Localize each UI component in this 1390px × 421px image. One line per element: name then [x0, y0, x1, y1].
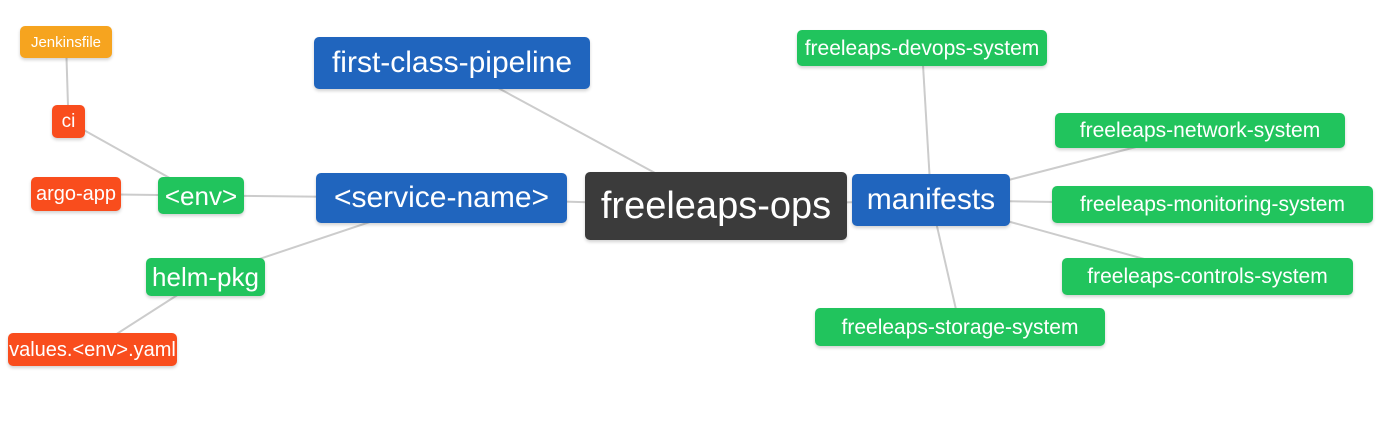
- node-freeleaps-network-system[interactable]: freeleaps-network-system: [1055, 113, 1345, 148]
- node-env[interactable]: <env>: [158, 177, 244, 214]
- node-helm-pkg[interactable]: helm-pkg: [146, 258, 265, 296]
- node-freeleaps-storage-system[interactable]: freeleaps-storage-system: [815, 308, 1105, 346]
- node-freeleaps-monitoring-system[interactable]: freeleaps-monitoring-system: [1052, 186, 1373, 223]
- node-freeleaps-devops-system[interactable]: freeleaps-devops-system: [797, 30, 1047, 66]
- node-service-name[interactable]: <service-name>: [316, 173, 567, 223]
- node-manifests[interactable]: manifests: [852, 174, 1010, 226]
- node-freeleaps-ops[interactable]: freeleaps-ops: [585, 172, 847, 240]
- node-jenkinsfile[interactable]: Jenkinsfile: [20, 26, 112, 58]
- node-argo-app[interactable]: argo-app: [31, 177, 121, 211]
- node-ci[interactable]: ci: [52, 105, 85, 138]
- node-first-class-pipeline[interactable]: first-class-pipeline: [314, 37, 590, 89]
- node-freeleaps-controls-system[interactable]: freeleaps-controls-system: [1062, 258, 1353, 295]
- node-values-env-yaml[interactable]: values.<env>.yaml: [8, 333, 177, 366]
